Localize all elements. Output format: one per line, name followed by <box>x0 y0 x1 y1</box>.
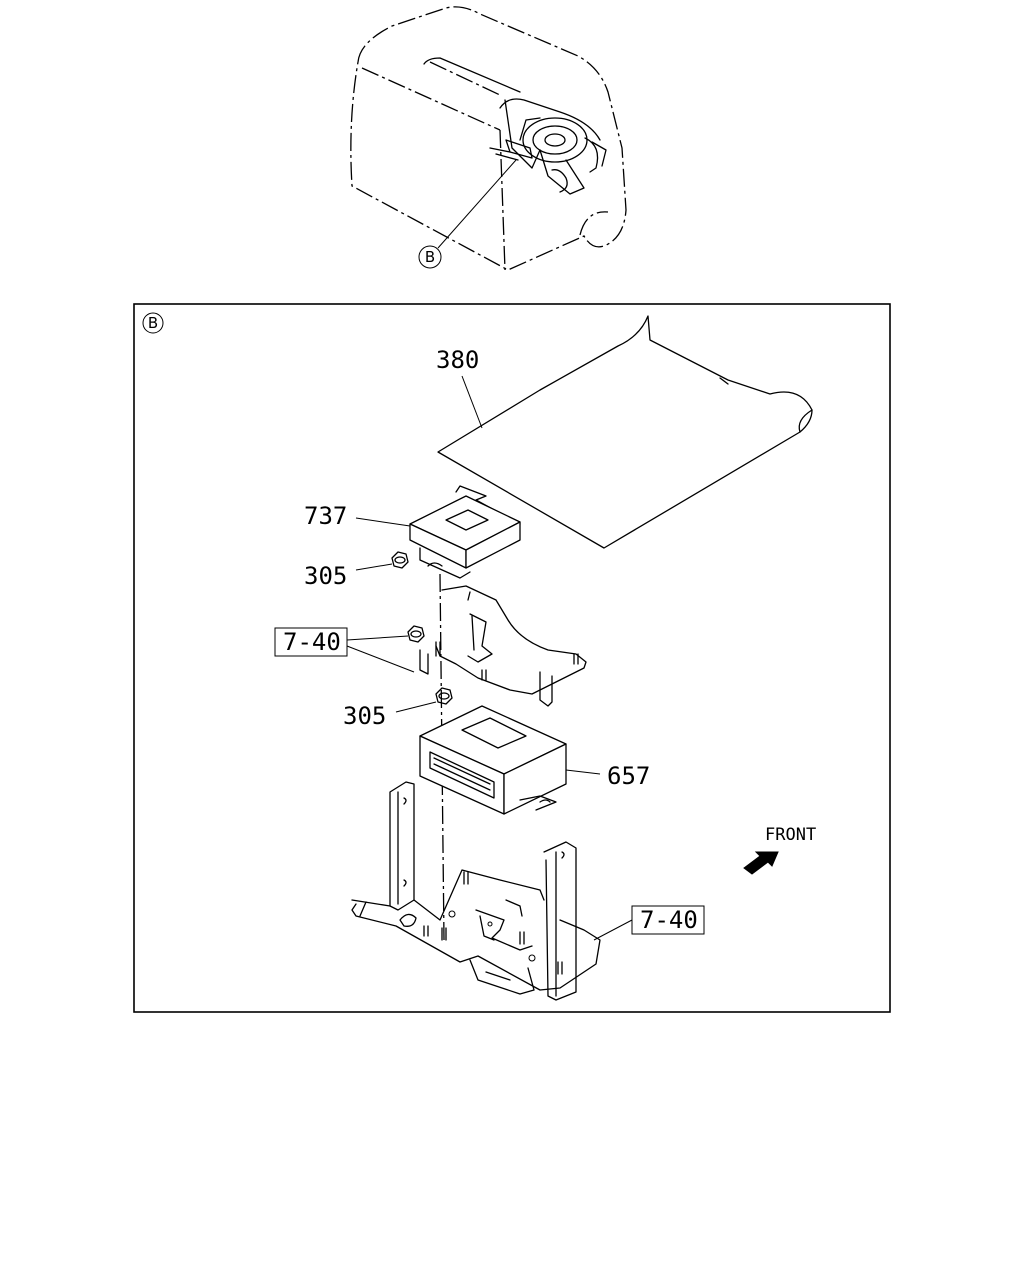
front-label: FRONT <box>765 825 816 845</box>
ref-7-40-right: 7-40 <box>593 905 705 941</box>
overview-detail-marker: B <box>425 248 435 266</box>
callout-380: 380 <box>436 346 479 374</box>
callout-737: 737 <box>304 502 347 530</box>
callout-7-40-right: 7-40 <box>640 906 698 934</box>
callout-305-upper: 305 <box>304 562 347 590</box>
part-305-nut-upper: 305 <box>304 551 409 590</box>
part-305-nut-lower: 305 <box>343 687 453 730</box>
lower-support-frame <box>351 781 601 1001</box>
callout-657: 657 <box>607 762 650 790</box>
part-737-unit: 737 <box>304 485 521 579</box>
middle-bracket <box>419 585 587 707</box>
part-657-unit: 657 <box>419 705 650 815</box>
detail-marker: B <box>148 314 158 332</box>
front-indicator: FRONT <box>743 825 816 875</box>
front-arrow-icon <box>743 851 779 875</box>
cab-overview: B <box>350 6 627 271</box>
callout-7-40-left: 7-40 <box>283 628 341 656</box>
part-380-sheet: 380 <box>436 315 813 549</box>
ref-7-40-left: 7-40 <box>274 625 425 673</box>
callout-305-lower: 305 <box>343 702 386 730</box>
detail-frame <box>133 303 891 1013</box>
